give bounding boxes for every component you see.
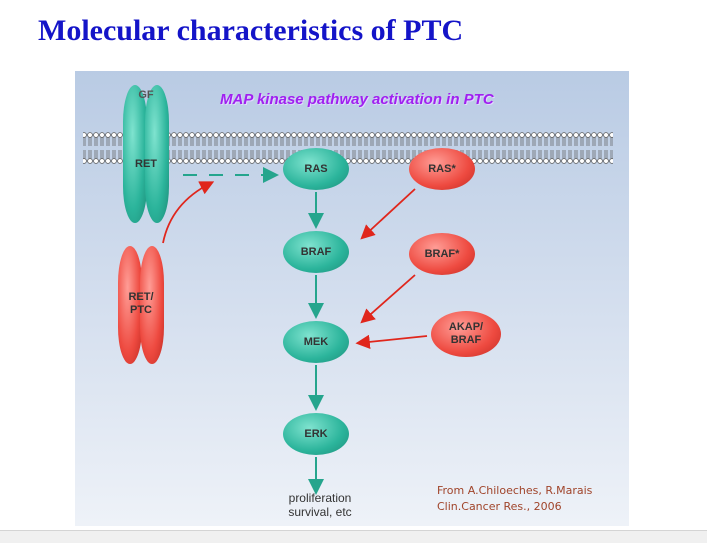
- cell-membrane: [83, 131, 613, 165]
- akap-braf-node: AKAP/ BRAF: [431, 311, 501, 357]
- slide-title: Molecular characteristics of PTC: [38, 14, 464, 47]
- braf-mutant-node: BRAF*: [409, 233, 475, 275]
- pathway-arrows: [162, 167, 428, 495]
- output-line2: survival, etc: [288, 505, 352, 519]
- akap-braf-line1: AKAP/: [448, 321, 484, 333]
- figure-title: MAP kinase pathway activation in PTC: [220, 91, 494, 108]
- output-line1: proliferation: [288, 491, 352, 505]
- ret-cylinder-left: [123, 85, 147, 223]
- ret-cylinder-right: [145, 85, 169, 223]
- ret-ptc-cylinder-left: [118, 246, 142, 364]
- ras-mutant-to-braf-arrow: [360, 188, 416, 240]
- ret-ptc-label-line2: PTC: [130, 304, 152, 316]
- citation-line2: Clin.Cancer Res., 2006: [437, 500, 562, 513]
- akap-braf-line2: BRAF: [450, 334, 482, 346]
- pathway-output: proliferation survival, etc: [265, 491, 375, 519]
- gf-label: GF: [138, 89, 154, 101]
- ret-ptc-to-ret-arrow: [162, 181, 215, 244]
- figure-citation: From A.Chiloeches, R.Marais Clin.Cancer …: [437, 483, 592, 515]
- erk-node: ERK: [283, 413, 349, 455]
- mek-node: MEK: [283, 321, 349, 363]
- ras-mutant-node: RAS*: [409, 148, 475, 190]
- ret-ptc-label-line1: RET/: [128, 291, 154, 303]
- ret-label: RET: [135, 158, 157, 170]
- ras-node: RAS: [283, 148, 349, 190]
- citation-line1: From A.Chiloeches, R.Marais: [437, 484, 593, 497]
- akap-braf-to-mek-arrow: [355, 334, 428, 350]
- ret-ptc-cylinder-right: [140, 246, 164, 364]
- pathway-figure: MAP kinase pathway activation in PTC GF …: [75, 71, 629, 526]
- braf-mutant-to-mek-arrow: [360, 274, 416, 324]
- ret-ptc-label: RET/ PTC: [119, 291, 163, 317]
- bottom-scroll-bar: [0, 530, 707, 543]
- braf-node: BRAF: [283, 231, 349, 273]
